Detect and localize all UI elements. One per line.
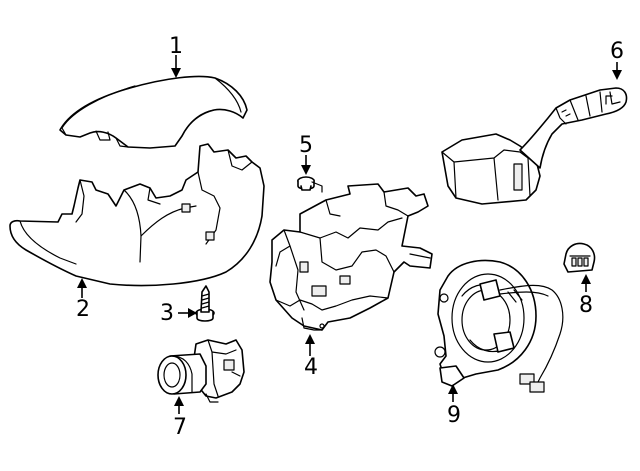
- lower-shroud-part: [9, 143, 265, 287]
- ignition-switch-7-part: [157, 339, 245, 403]
- callout-9: 9: [447, 403, 461, 428]
- screw-5-part: [297, 176, 323, 193]
- callout-2: 2: [76, 297, 90, 322]
- callout-8: 8: [579, 293, 593, 318]
- callout-5: 5: [299, 133, 313, 158]
- callout-4: 4: [304, 355, 318, 380]
- connector-8-part: [563, 242, 596, 273]
- callout-leaders: [77, 55, 622, 414]
- clock-spring-9-part: [434, 259, 564, 393]
- screw-3-part: [195, 285, 215, 322]
- callout-1: 1: [169, 34, 183, 59]
- callout-7: 7: [173, 415, 187, 440]
- callout-3: 3: [160, 301, 174, 326]
- upper-shroud-part: [59, 75, 248, 149]
- bracket-housing-4-part: [269, 183, 433, 331]
- callout-6: 6: [610, 39, 624, 64]
- multifunction-switch-6-part: [441, 87, 628, 205]
